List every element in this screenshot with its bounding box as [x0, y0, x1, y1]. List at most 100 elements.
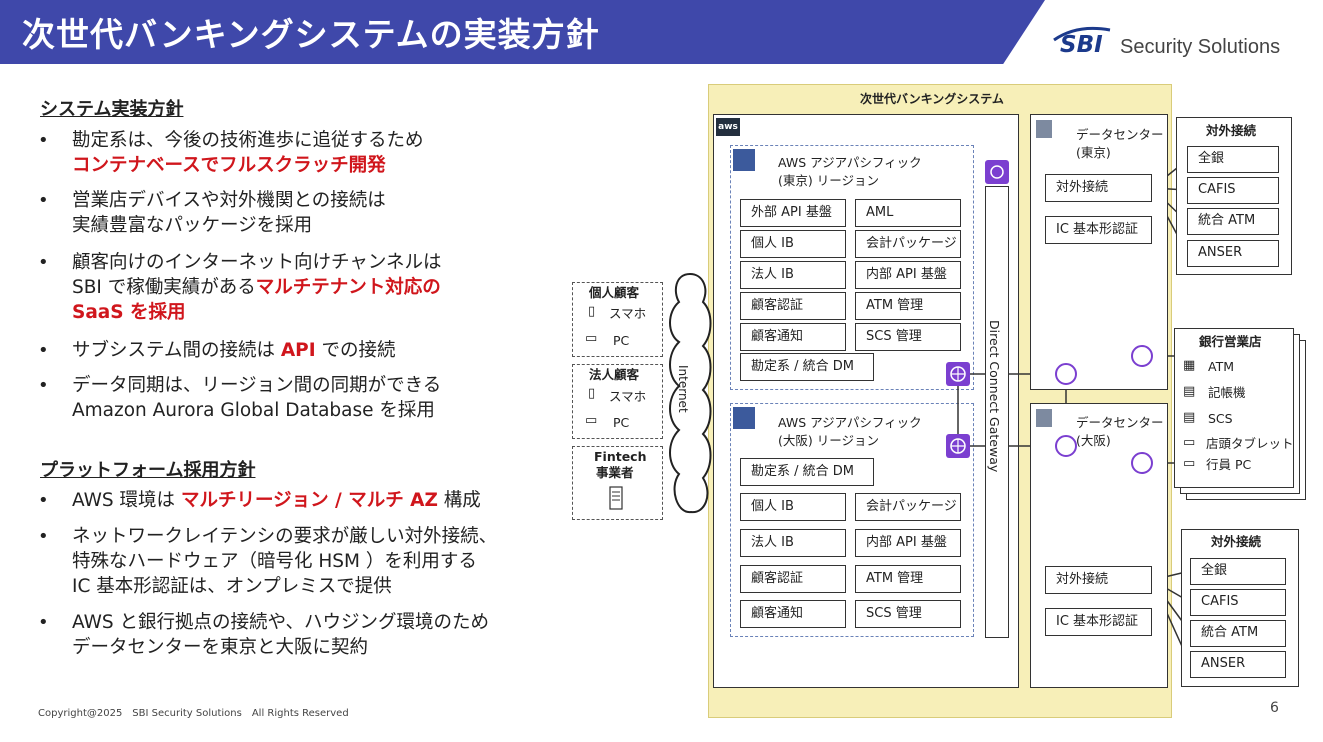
service-box: 会計パッケージ — [855, 230, 961, 258]
tokyo-region — [730, 145, 974, 390]
datacenter-osaka — [1030, 403, 1168, 688]
router-icon — [1055, 435, 1077, 457]
service-box: ATM 管理 — [855, 565, 961, 593]
smartphone-icon: ▯ — [588, 386, 596, 401]
bullet: • — [38, 130, 49, 151]
laptop-icon: ▭ — [1183, 456, 1196, 471]
bullet-text: AWS 環境は マルチリージョン / マルチ AZ 構成 — [72, 490, 481, 511]
passbook-printer-icon: ▤ — [1183, 384, 1196, 399]
branch-item: SCS — [1208, 411, 1233, 426]
service-box: 個人 IB — [740, 493, 846, 521]
customer-item: スマホ — [609, 306, 647, 321]
customer-item: PC — [613, 333, 630, 348]
branch-item: 店頭タブレット — [1206, 436, 1294, 451]
osaka-region-label: AWS アジアパシフィック (大阪) リージョン — [778, 415, 922, 448]
customer-item: スマホ — [609, 389, 647, 404]
bullet-text: サブシステム間の接続は API での接続 — [72, 340, 396, 361]
datacenter-osaka-label: データセンター (大阪) — [1076, 415, 1164, 448]
bullet-text: AWS と銀行拠点の接続や、ハウジング環境のため データセンターを東京と大阪に契… — [72, 612, 490, 658]
dc-external-connection: 対外接続 — [1045, 174, 1152, 202]
service-box: 内部 API 基盤 — [855, 529, 961, 557]
bullet: • — [38, 340, 49, 361]
service-box: 顧客通知 — [740, 323, 846, 351]
service-box: 法人 IB — [740, 261, 846, 289]
region-flag-icon — [733, 149, 755, 171]
branch-item: ATM — [1208, 359, 1235, 374]
external-item: 全銀 — [1187, 146, 1279, 173]
service-box: 外部 API 基盤 — [740, 199, 846, 227]
external-title: 対外接続 — [1206, 123, 1257, 138]
service-box: SCS 管理 — [855, 323, 961, 351]
fintech-title-2: 事業者 — [596, 465, 634, 480]
region-flag-icon — [733, 407, 755, 429]
external-item: 統合 ATM — [1187, 208, 1279, 235]
direct-connect-gateway — [985, 186, 1009, 638]
service-box: 顧客認証 — [740, 565, 846, 593]
building-icon — [1036, 120, 1052, 138]
bullet-text: 営業店デバイスや対外機関との接続は 実績豊富なパッケージを採用 — [72, 190, 386, 236]
external-item: 統合 ATM — [1190, 620, 1286, 647]
bullet: • — [38, 252, 49, 273]
router-icon — [1055, 363, 1077, 385]
page-title: 次世代バンキングシステムの実装方針 — [22, 15, 600, 54]
dc-ic-auth: IC 基本形認証 — [1045, 216, 1152, 244]
section-title-platform: プラットフォーム採用方針 — [40, 460, 256, 481]
bullet-text: 勘定系は、今後の技術進歩に追従するため コンテナベースでフルスクラッチ開発 — [72, 130, 424, 176]
branch-title: 銀行営業店 — [1199, 334, 1262, 349]
bullet-text: データ同期は、リージョン間の同期ができる Amazon Aurora Globa… — [72, 375, 442, 421]
transit-gateway-icon — [946, 362, 970, 386]
service-box: 勘定系 / 統合 DM — [740, 458, 874, 486]
system-title: 次世代バンキングシステム — [860, 92, 1004, 106]
header-band — [0, 0, 1045, 64]
external-title: 対外接続 — [1211, 534, 1262, 549]
atm-icon: ▦ — [1183, 358, 1196, 373]
datacenter-tokyo — [1030, 114, 1168, 390]
personal-customer-box — [572, 282, 663, 357]
smartphone-icon: ▯ — [588, 304, 596, 319]
external-item: ANSER — [1187, 240, 1279, 267]
customer-item: PC — [613, 415, 630, 430]
osaka-region — [730, 403, 974, 637]
bullet: • — [38, 190, 49, 211]
bullet-text: 顧客向けのインターネット向けチャンネルは SBI で稼働実績があるマルチテナント… — [72, 252, 442, 323]
section-title-system: システム実装方針 — [40, 99, 184, 120]
bullet: • — [38, 490, 49, 511]
branch-item: 記帳機 — [1208, 385, 1246, 400]
direct-connect-icon — [985, 160, 1009, 184]
branch-office — [1174, 328, 1294, 488]
dc-ic-auth: IC 基本形認証 — [1045, 608, 1152, 636]
laptop-icon: ▭ — [585, 413, 598, 428]
tokyo-region-label: AWS アジアパシフィック (東京) リージョン — [778, 155, 922, 188]
external-item: 全銀 — [1190, 558, 1286, 585]
corporate-customer-title: 法人顧客 — [589, 367, 640, 382]
bullet-text: ネットワークレイテンシの要求が厳しい対外接続、 特殊なハードウェア（暗号化 HS… — [72, 526, 498, 597]
copyright: Copyright@2025 SBI Security Solutions Al… — [38, 708, 349, 719]
building-icon — [1036, 409, 1052, 427]
laptop-icon: ▭ — [585, 331, 598, 346]
service-box: 顧客通知 — [740, 600, 846, 628]
external-item: CAFIS — [1187, 177, 1279, 204]
corporate-customer-box — [572, 364, 663, 439]
branch-item: 行員 PC — [1206, 457, 1252, 472]
page-number: 6 — [1270, 700, 1279, 716]
aws-logo-icon: aws — [716, 118, 740, 136]
server-icon — [609, 486, 623, 510]
bullet: • — [38, 526, 49, 547]
dc-external-connection: 対外接続 — [1045, 566, 1152, 594]
service-box: 内部 API 基盤 — [855, 261, 961, 289]
service-box: 勘定系 / 統合 DM — [740, 353, 874, 381]
fintech-title: Fintech — [594, 449, 647, 464]
service-box: 顧客認証 — [740, 292, 846, 320]
router-icon — [1131, 452, 1153, 474]
service-box: ATM 管理 — [855, 292, 961, 320]
logo-brand: SBI — [1060, 32, 1103, 58]
external-item: ANSER — [1190, 651, 1286, 678]
bullet: • — [38, 375, 49, 396]
internet-label: Internet — [676, 365, 690, 413]
transit-gateway-icon — [946, 434, 970, 458]
company-logo: SBI Security Solutions — [1052, 24, 1302, 64]
direct-connect-label: Direct Connect Gateway — [987, 320, 1002, 473]
bullet: • — [38, 612, 49, 633]
router-icon — [1131, 345, 1153, 367]
internet-cloud-icon — [669, 272, 712, 514]
